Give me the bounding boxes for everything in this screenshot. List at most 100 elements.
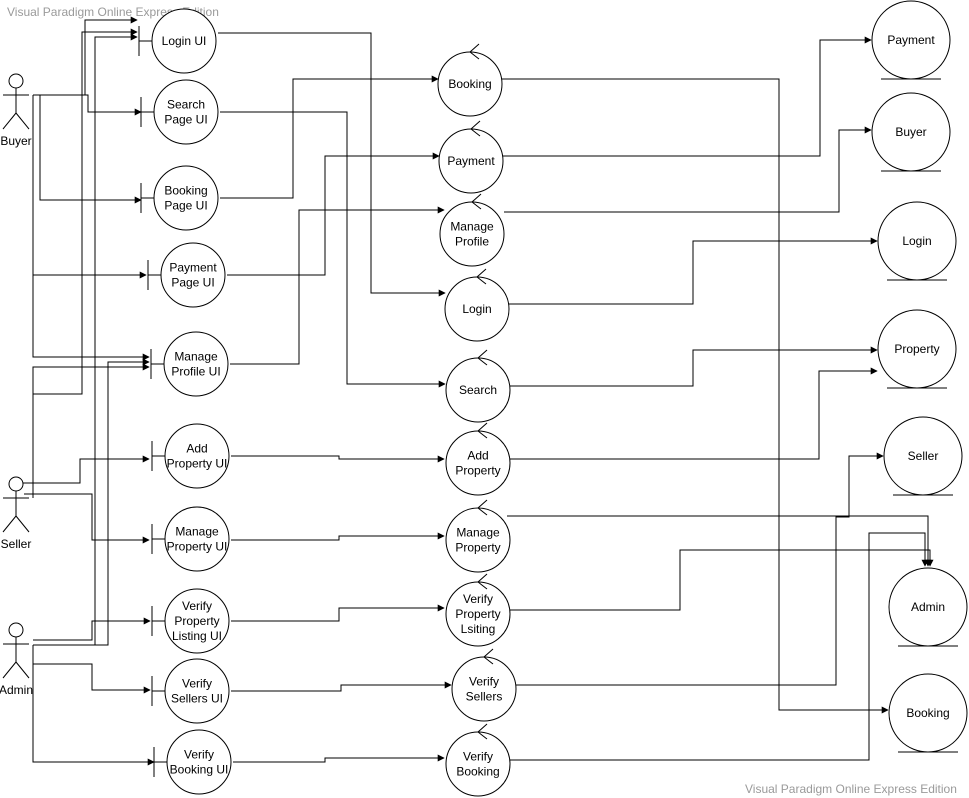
control-arrow [477,723,488,740]
connector-manage-property-ui-to-manage-property-ctrl [231,532,445,541]
control-label: Manage [450,220,494,234]
actor-head [8,476,24,492]
boundary-label: Login UI [162,34,207,48]
boundary-circle [163,331,229,397]
boundary-label: Listing UI [172,629,222,643]
connector-payment-ctrl-to-payment-ent [503,36,872,157]
boundary-circle [166,729,232,795]
control-label: Verify [463,750,493,764]
control-label: Property [455,541,500,555]
control-arrow [470,120,481,137]
control-search-ctrl[interactable]: Search [445,349,511,423]
control-payment-ctrl[interactable]: Payment [438,120,504,194]
control-booking-ctrl[interactable]: Booking [437,43,503,117]
control-label: Add [467,449,488,463]
control-label: Booking [448,77,491,91]
entity-payment-ent[interactable]: Payment [871,0,951,80]
boundary-label: Page UI [171,276,214,290]
connector-verify-sellers-ui-to-verify-sellers-ctrl [231,681,452,692]
actor-admin[interactable]: Admin [0,622,33,697]
entity-label: Property [894,342,939,356]
control-label: Profile [455,235,489,249]
entity-seller-ent[interactable]: Seller [883,416,963,496]
connector-seller-to-add-property-ui [22,455,150,484]
connector-seller-to-login-ui [32,28,138,498]
connector-buyer-to-login-ui [33,16,138,96]
entity-admin-ent[interactable]: Admin [888,567,968,647]
actor-buyer[interactable]: Buyer [0,73,32,148]
actor-right-leg [15,112,30,130]
actor-head [8,622,24,638]
control-arrow [477,499,488,516]
boundary-label: Payment [169,261,217,275]
boundary-label: Booking UI [170,763,229,777]
control-login-ctrl[interactable]: Login [444,268,510,342]
connector-verify-booking-ctrl-to-admin-ent [510,532,929,761]
boundary-circle [160,242,226,308]
connector-seller-to-manage-property-ui [24,493,150,544]
connector-booking-ctrl-to-booking-ent [502,78,889,714]
entity-label: Buyer [895,125,926,139]
boundary-label: Page UI [164,113,207,127]
control-arrow [477,422,488,439]
connector-admin-to-login-ui [33,33,138,646]
entity-property-ent[interactable]: Property [877,309,957,389]
control-label: Login [462,302,491,316]
connector-login-ctrl-to-login-ent [509,237,878,305]
boundary-circle [164,588,230,654]
boundary-label: Verify [184,748,214,762]
connector-buyer-to-manage-profile-ui [32,95,150,361]
actor-left-leg [2,112,17,130]
boundary-circle [164,423,230,489]
entity-login-ent[interactable]: Login [877,201,957,281]
boundary-label: Manage [174,350,218,364]
entity-label: Payment [887,33,935,47]
control-label: Property [455,607,500,621]
actor-left-leg [2,661,17,679]
boundary-circle [164,506,230,572]
boundary-label: Verify [182,599,212,613]
control-label: Manage [456,526,500,540]
boundary-label: Property [174,614,219,628]
boundary-label: Property UI [167,540,228,554]
control-label: Lsiting [461,622,496,636]
control-label: Sellers [466,690,503,704]
actor-label: Buyer [0,134,31,148]
actor-seller[interactable]: Seller [1,476,32,551]
boundary-label: Verify [182,677,212,691]
watermark-bottom: Visual Paradigm Online Express Edition [745,782,957,796]
connector-verify-sellers-ctrl-to-seller-ent [516,452,884,686]
boundary-label: Manage [175,525,219,539]
entity-label: Seller [908,449,939,463]
connector-layer [22,16,934,766]
boundary-circle [164,658,230,724]
connector-booking-ui-to-booking-ctrl [220,75,439,199]
actor-right-leg [15,661,30,679]
entity-booking-ent[interactable]: Booking [888,673,968,753]
connector-admin-to-verify-listing-ui [33,617,151,641]
entity-buyer-ent[interactable]: Buyer [871,92,951,172]
boundary-login-ui[interactable]: Login UI [138,8,217,74]
actor-label: Seller [1,537,32,551]
connector-buyer-to-booking-ui [33,94,142,204]
actor-right-leg [15,515,30,533]
boundary-label: Booking [164,184,207,198]
connector-login-ui-to-login-ctrl [218,32,446,297]
boundary-label: Page UI [164,199,207,213]
